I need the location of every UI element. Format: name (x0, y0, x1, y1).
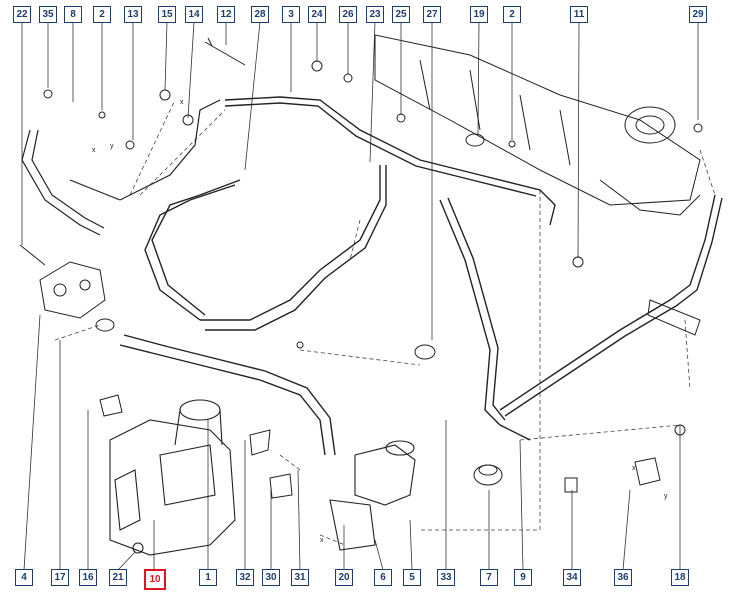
electro-hydraulic-pump (109, 399, 236, 556)
steering-rack (374, 34, 701, 216)
callout-2: 2 (503, 6, 521, 23)
callout-19: 19 (470, 6, 488, 23)
callout-15: 15 (158, 6, 176, 23)
callout-16: 16 (79, 569, 97, 586)
callout-10: 10 (144, 569, 166, 590)
callout-27: 27 (423, 6, 441, 23)
axis-mark-x: x (632, 465, 636, 472)
callout-2: 2 (93, 6, 111, 23)
callout-9: 9 (514, 569, 532, 586)
callout-3: 3 (282, 6, 300, 23)
leader-lines-top (21, 21, 699, 340)
callout-20: 20 (335, 569, 353, 586)
callout-35: 35 (39, 6, 57, 23)
callout-1: 1 (199, 569, 217, 586)
callout-29: 29 (689, 6, 707, 23)
callout-25: 25 (392, 6, 410, 23)
callout-23: 23 (366, 6, 384, 23)
callout-22: 22 (13, 6, 31, 23)
reservoir (329, 440, 416, 551)
callout-11: 11 (570, 6, 588, 23)
pressure-hose (144, 96, 556, 331)
callout-17: 17 (51, 569, 69, 586)
callout-32: 32 (236, 569, 254, 586)
callout-26: 26 (339, 6, 357, 23)
axis-mark-x: x (320, 537, 324, 544)
callout-6: 6 (374, 569, 392, 586)
leader-lines-bottom (23, 314, 681, 571)
axis-mark-x: x (180, 99, 184, 106)
callout-21: 21 (109, 569, 127, 586)
callout-5: 5 (403, 569, 421, 586)
callout-36: 36 (614, 569, 632, 586)
axis-mark-y: y (664, 493, 668, 500)
callout-4: 4 (15, 569, 33, 586)
axis-mark-y: y (110, 143, 114, 150)
callout-34: 34 (563, 569, 581, 586)
dashed-assembly-lines (54, 99, 716, 546)
return-hose (439, 194, 723, 441)
callout-7: 7 (480, 569, 498, 586)
callout-28: 28 (251, 6, 269, 23)
axis-mark-x: x (92, 147, 96, 154)
hose-clamps (95, 133, 701, 499)
callout-8: 8 (64, 6, 82, 23)
callout-33: 33 (437, 569, 455, 586)
callout-13: 13 (124, 6, 142, 23)
pump-bracket (19, 244, 106, 319)
callout-24: 24 (308, 6, 326, 23)
bolts (43, 37, 703, 436)
callout-12: 12 (217, 6, 235, 23)
callout-18: 18 (671, 569, 689, 586)
cooler-pipe (21, 99, 221, 236)
callout-14: 14 (185, 6, 203, 23)
callout-31: 31 (291, 569, 309, 586)
feed-hose (119, 334, 336, 456)
callout-30: 30 (262, 569, 280, 586)
